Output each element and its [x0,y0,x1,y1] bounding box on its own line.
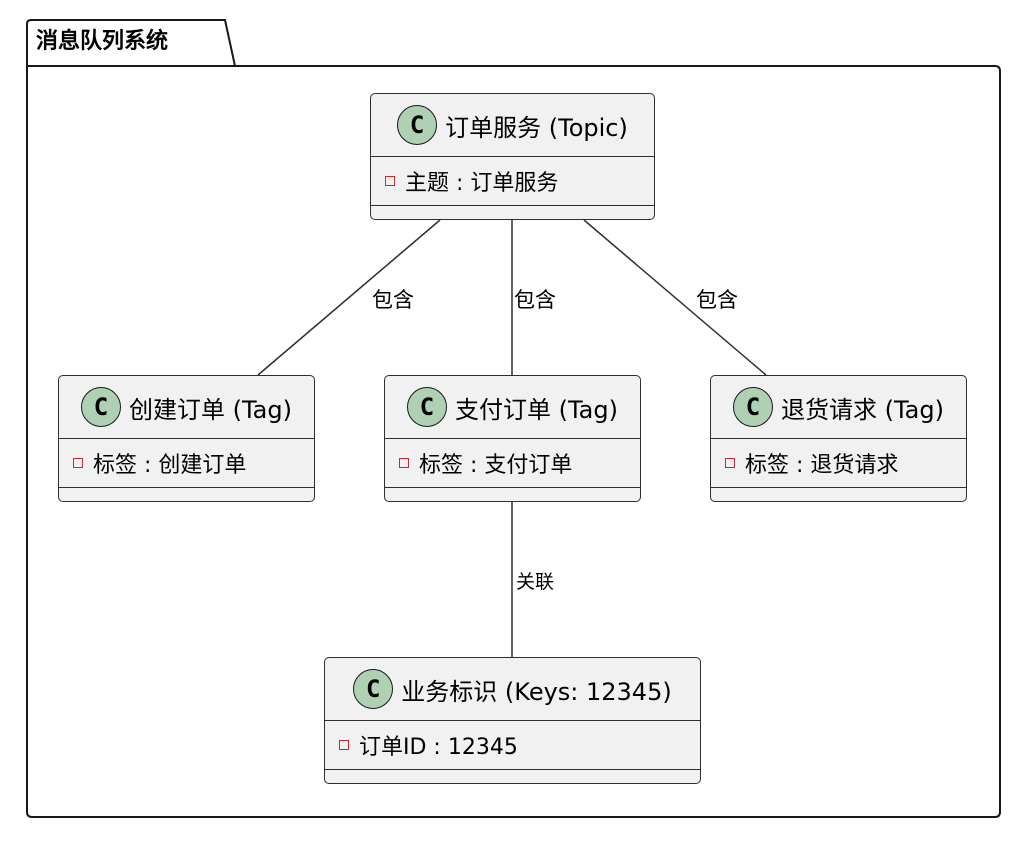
class-stereotype-icon: C [733,387,773,427]
class-methods [711,488,966,502]
private-field-icon [73,458,83,468]
class-methods [385,488,640,502]
class-attributes: 标签 : 退货请求 [711,439,966,488]
class-header: C 创建订单 (Tag) [59,376,314,439]
class-header: C 支付订单 (Tag) [385,376,640,439]
package-title: 消息队列系统 [36,29,169,54]
class-header: C 业务标识 (Keys: 12345) [325,658,700,721]
private-field-icon [725,458,735,468]
package-frame [26,19,1001,818]
class-name: 业务标识 (Keys: 12345) [401,677,672,706]
attribute-text: 标签 : 支付订单 [419,453,573,478]
class-attributes: 主题 : 订单服务 [371,157,654,206]
class-topic[interactable]: C 订单服务 (Topic) 主题 : 订单服务 [370,93,655,220]
attribute-text: 标签 : 创建订单 [93,453,247,478]
class-methods [325,770,700,784]
edge-topic-tag3 [583,219,767,376]
class-attributes: 标签 : 支付订单 [385,439,640,488]
private-field-icon [339,740,349,750]
class-attributes: 订单ID : 12345 [325,721,700,770]
edge-topic-tag1 [257,219,441,376]
class-stereotype-icon: C [81,387,121,427]
private-field-icon [385,176,395,186]
class-tag-create[interactable]: C 创建订单 (Tag) 标签 : 创建订单 [58,375,315,502]
class-stereotype-icon: C [397,105,438,145]
attribute-text: 订单ID : 12345 [359,735,518,760]
class-methods [371,206,654,220]
class-tag-return[interactable]: C 退货请求 (Tag) 标签 : 退货请求 [710,375,967,502]
class-methods [59,488,314,502]
class-attributes: 标签 : 创建订单 [59,439,314,488]
class-stereotype-icon: C [407,387,447,427]
class-keys[interactable]: C 业务标识 (Keys: 12345) 订单ID : 12345 [324,657,701,784]
class-tag-pay[interactable]: C 支付订单 (Tag) 标签 : 支付订单 [384,375,641,502]
edge-label-topic-tag3: 包含 [696,288,738,312]
class-name: 支付订单 (Tag) [455,395,618,424]
class-name: 订单服务 (Topic) [445,113,628,142]
class-name: 创建订单 (Tag) [129,395,292,424]
edge-label-tag2-keys: 关联 [516,571,555,593]
private-field-icon [399,458,409,468]
attribute-text: 标签 : 退货请求 [745,453,899,478]
attribute-text: 主题 : 订单服务 [405,171,559,196]
class-name: 退货请求 (Tag) [781,395,944,424]
class-header: C 订单服务 (Topic) [371,94,654,157]
class-header: C 退货请求 (Tag) [711,376,966,439]
class-stereotype-icon: C [353,669,394,709]
edge-label-topic-tag1: 包含 [372,288,414,312]
edge-label-topic-tag2: 包含 [514,288,556,312]
